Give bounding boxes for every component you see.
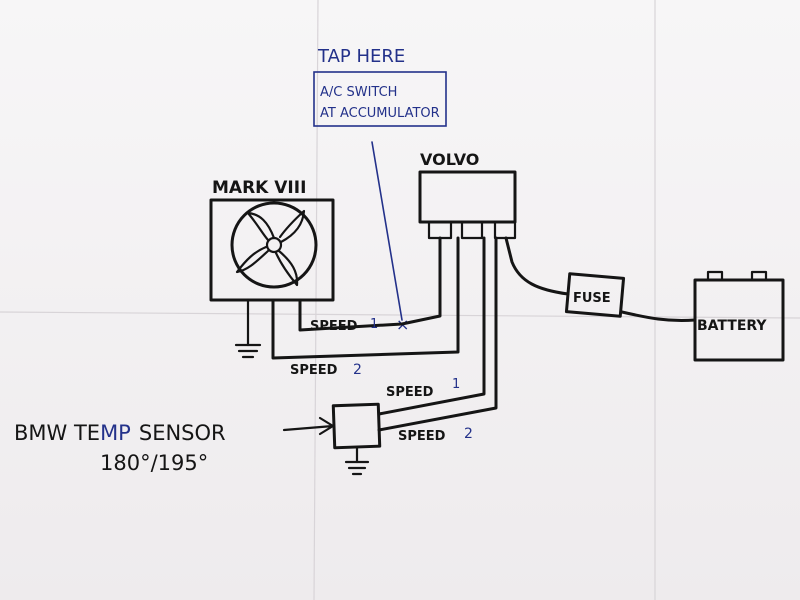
sensor-speed-2-number: 2 — [464, 426, 473, 442]
sensor-arrow-icon — [282, 416, 335, 436]
volvo-connector-1 — [427, 220, 453, 240]
volvo-module-box — [418, 170, 517, 224]
tap-wire — [371, 141, 403, 321]
sensor-speed-2-wire — [377, 236, 498, 432]
fan-blades-icon — [235, 209, 306, 287]
fan-speed-2-label: SPEED — [290, 363, 338, 378]
mark-viii-label: MARK VIII — [212, 178, 306, 198]
fuse-battery-wire — [620, 310, 697, 322]
fuse-box — [564, 272, 626, 318]
fan-speed-2-wire — [271, 236, 460, 360]
battery-box — [693, 278, 785, 362]
sensor-speed-1-label: SPEED — [386, 385, 434, 400]
fan-ring — [230, 201, 318, 289]
volvo-connector-2 — [460, 220, 484, 240]
fan-speed-2-number: 2 — [353, 362, 362, 378]
volvo-fuse-wire — [504, 236, 570, 296]
sensor-speed-1-wire — [377, 236, 486, 416]
temp-sensor-relay-box — [331, 402, 382, 450]
fuse-label: FUSE — [573, 291, 611, 306]
sensor-speed-2-label: SPEED — [398, 429, 446, 444]
ac-switch-label: A/C SWITCH — [320, 85, 397, 100]
battery-label: BATTERY — [697, 318, 767, 334]
volvo-connector-3 — [493, 220, 517, 240]
volvo-label: VOLVO — [420, 150, 479, 169]
tap-here-label: TAP HERE — [317, 46, 405, 67]
ac-switch-note-box — [313, 71, 447, 127]
sensor-speed-1-number: 1 — [452, 377, 460, 392]
fan-ground-icon — [234, 298, 262, 359]
fan-speed-1-number: 1 — [370, 317, 378, 332]
fan-speed-1-wire — [298, 236, 442, 332]
battery-terminal-right — [750, 270, 768, 282]
sensor-temps-label: 180°/195° — [100, 451, 208, 475]
battery-terminal-left — [706, 270, 724, 282]
fan-speed-1-label: SPEED — [310, 319, 358, 334]
accumulator-label: AT ACCUMULATOR — [320, 106, 440, 121]
sensor-ground-icon — [344, 445, 370, 476]
